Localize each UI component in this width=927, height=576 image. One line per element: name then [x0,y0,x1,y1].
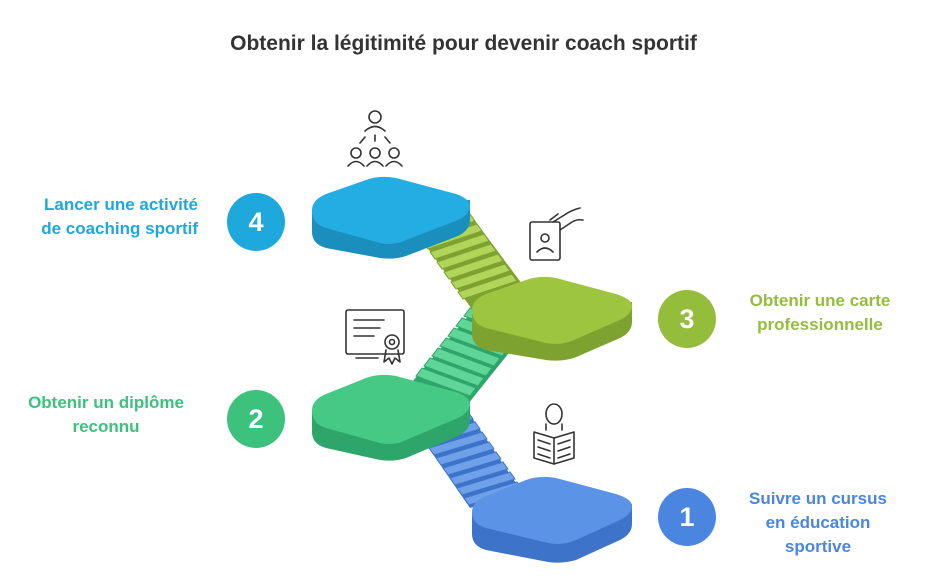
platform-1 [472,476,632,563]
platform-3 [472,276,632,361]
diagram-title: Obtenir la légitimité pour devenir coach… [230,32,697,55]
team-leader-icon [347,110,403,167]
step-2-label: Obtenir un diplôme reconnu [28,393,184,436]
certificate-icon [345,309,405,365]
step-3-label: Obtenir une carte professionnelle [749,291,891,334]
step-1-number: 1 [658,488,716,546]
step-2-number: 2 [227,390,285,448]
id-card-icon [529,207,584,261]
step-3-number: 3 [658,290,716,348]
step-4-number: 4 [227,193,285,251]
platform-4 [312,176,470,259]
platform-2 [312,374,470,461]
step-1-label: Suivre un cursus en éducation sportive [749,489,887,556]
student-reading-icon [533,403,575,465]
step-4-label: Lancer une activité de coaching sportif [41,195,198,238]
